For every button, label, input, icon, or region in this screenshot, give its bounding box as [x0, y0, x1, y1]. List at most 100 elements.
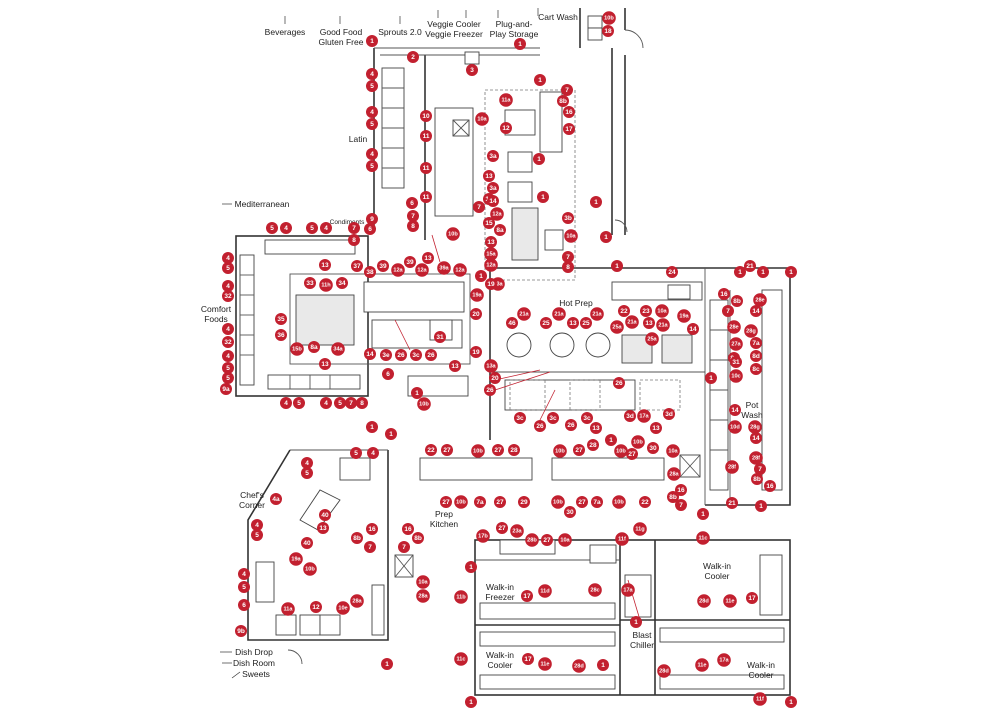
callout-4: 4	[222, 350, 234, 362]
callout-number: 5	[297, 400, 301, 407]
callout-1: 1	[537, 191, 549, 203]
callout-7: 7	[348, 222, 360, 234]
callout-16: 16	[718, 288, 730, 300]
callout-3: 3	[466, 64, 478, 76]
callout-number: 7	[411, 213, 415, 220]
callout-marker	[382, 368, 394, 380]
callout-27: 27	[576, 496, 588, 508]
callout-1: 1	[597, 659, 609, 671]
callout-marker	[667, 491, 679, 503]
callout-marker	[470, 346, 482, 358]
callout-number: 21	[728, 500, 736, 507]
callout-number: 26	[567, 422, 575, 429]
callout-marker	[440, 496, 452, 508]
callout-number: 10b	[616, 448, 626, 454]
label-chiller: Chiller	[630, 640, 654, 650]
callout-marker	[377, 260, 389, 272]
callout-marker	[677, 309, 691, 323]
callout-number: 29	[520, 499, 528, 506]
callout-24: 24	[666, 266, 678, 278]
callout-number: 28a	[669, 471, 679, 477]
callout-number: 1	[789, 699, 793, 706]
callout-40: 40	[301, 537, 313, 549]
callout-number: 6	[368, 226, 372, 233]
callout-number: 17	[524, 656, 532, 663]
callout-marker	[562, 251, 574, 263]
callout-number: 10b	[604, 15, 614, 21]
callout-21a: 21a	[625, 315, 639, 329]
callout-number: 1	[538, 77, 542, 84]
callout-marker	[319, 358, 331, 370]
callout-number: 32	[224, 339, 232, 346]
callout-marker	[434, 331, 446, 343]
callout-marker	[466, 64, 478, 76]
callout-marker	[301, 457, 313, 469]
callout-marker	[350, 594, 364, 608]
callout-marker	[633, 522, 647, 536]
callout-27: 27	[496, 522, 508, 534]
callout-number: 7	[368, 544, 372, 551]
callout-marker	[420, 130, 432, 142]
callout-number: 10b	[305, 566, 315, 572]
callout-number: 19a	[472, 292, 482, 298]
callout-11f: 11f	[615, 532, 629, 546]
callout-number: 11	[423, 194, 430, 201]
callout-marker	[222, 362, 234, 374]
callout-marker	[697, 508, 709, 520]
callout-number: 4	[242, 571, 246, 578]
callout-7: 7	[561, 84, 573, 96]
callout-number: 10a	[560, 537, 570, 543]
callout-number: 27	[494, 447, 502, 454]
callout-21a: 21a	[517, 307, 531, 321]
callout-marker	[280, 397, 292, 409]
callout-marker	[366, 118, 378, 130]
callout-30: 30	[647, 442, 659, 454]
callout-number: 28b	[527, 537, 537, 543]
callout-19a: 19a	[289, 552, 303, 566]
callout-marker	[366, 213, 378, 225]
callout-number: 11	[423, 133, 430, 140]
callout-number: 14	[731, 407, 739, 414]
callout-27a: 27a	[729, 337, 743, 351]
callout-marker	[734, 266, 746, 278]
callout-marker	[222, 350, 234, 362]
callout-28e: 28e	[753, 293, 767, 307]
callout-1: 1	[605, 434, 617, 446]
callout-number: 8	[411, 223, 415, 230]
callout-number: 1	[709, 375, 713, 382]
callout-11e: 11e	[723, 594, 737, 608]
callout-number: 4	[370, 71, 374, 78]
callout-number: 13a	[493, 281, 503, 287]
callout-16: 16	[764, 480, 776, 492]
callout-number: 5	[255, 532, 259, 539]
callout-number: 7	[679, 502, 683, 509]
callout-number: 38	[366, 269, 374, 276]
callout-number: 11h	[321, 282, 331, 288]
callout-number: 1	[415, 390, 419, 397]
callout-1: 1	[785, 696, 797, 708]
callout-number: 1	[370, 424, 374, 431]
callout-27: 27	[573, 444, 585, 456]
callout-10a: 10a	[655, 304, 669, 318]
callout-marker	[597, 659, 609, 671]
callout-number: 5	[370, 163, 374, 170]
callout-12a: 12a	[453, 263, 467, 277]
callout-marker	[547, 412, 559, 424]
callout-14: 14	[750, 305, 762, 317]
callout-20: 20	[470, 308, 482, 320]
callout-marker	[552, 307, 566, 321]
callout-7: 7	[722, 305, 734, 317]
callout-4: 4	[301, 457, 313, 469]
callout-number: 39	[379, 263, 387, 270]
callout-6: 6	[364, 223, 376, 235]
callout-number: 30	[649, 445, 657, 452]
callout-39: 39	[404, 256, 416, 268]
callout-marker	[471, 444, 485, 458]
callout-4: 4	[366, 106, 378, 118]
callout-3c: 3c	[410, 349, 422, 361]
callout-7a: 7a	[474, 496, 486, 508]
callout-marker	[751, 473, 763, 485]
callout-marker	[266, 222, 278, 234]
callout-19a: 19a	[470, 288, 484, 302]
callout-4: 4	[280, 397, 292, 409]
